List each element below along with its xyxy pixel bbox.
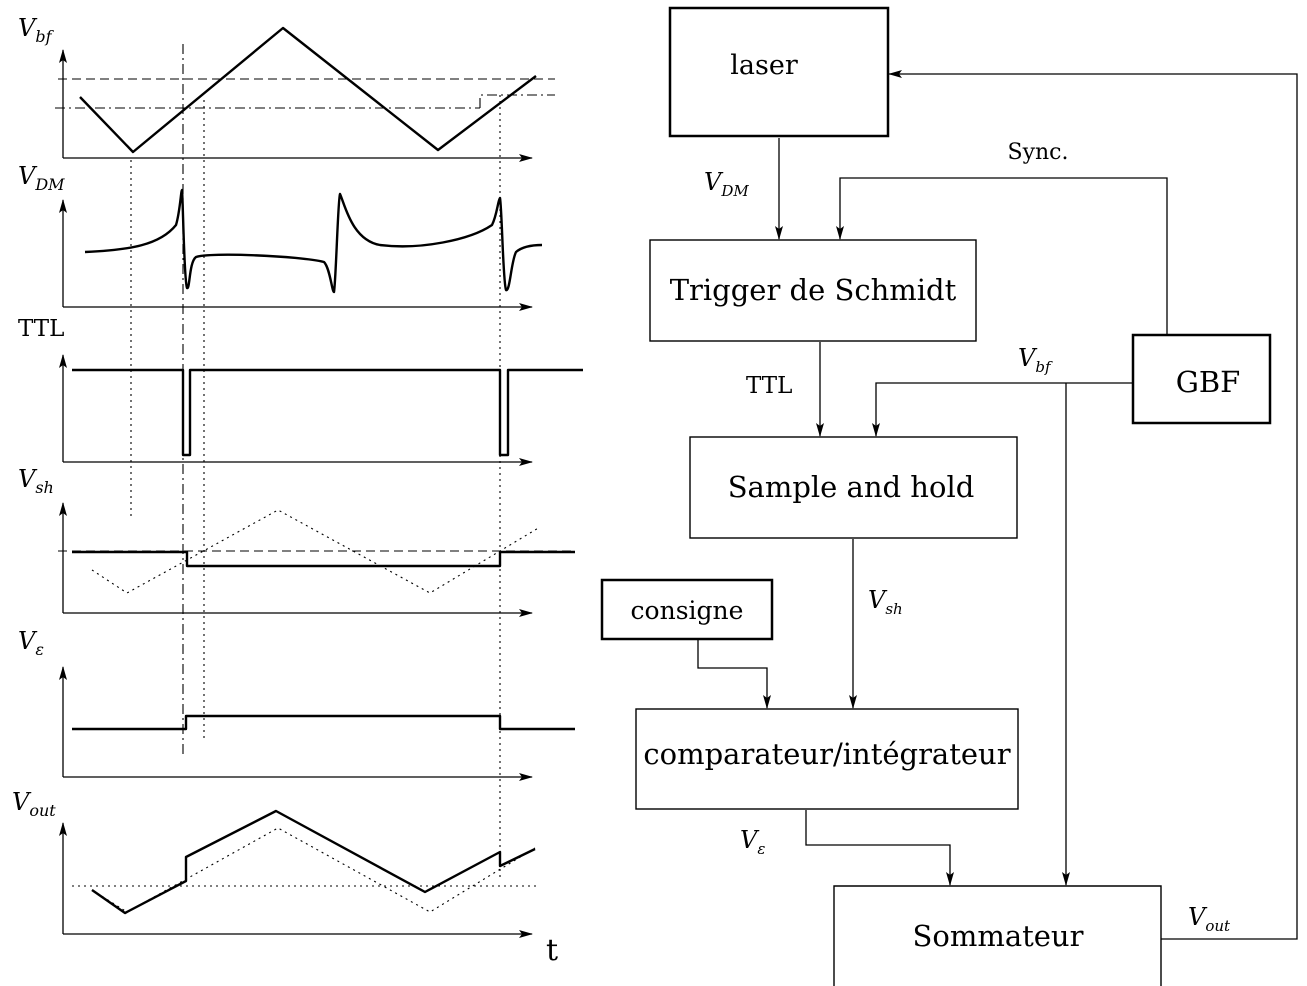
eps-signal <box>72 714 575 731</box>
dm-resonance-signal <box>84 188 543 294</box>
time-axis-label: t <box>546 933 558 968</box>
panel-v-bf: Vbf <box>18 14 555 162</box>
consigne-label: consigne <box>631 596 744 625</box>
triangle-wave <box>79 26 537 154</box>
wire-consigne-to-comparateur <box>697 640 771 709</box>
wire-vout-feedback <box>888 70 1298 940</box>
sample-hold-block <box>689 436 1018 539</box>
vbf-signal-label: Vbf <box>1018 344 1053 376</box>
gbf-block <box>1131 333 1272 425</box>
wire-vbf-to-sample <box>872 382 1133 437</box>
laser-label: laser <box>730 50 798 81</box>
panel-v-sh: Vsh <box>18 465 575 617</box>
consigne-block <box>600 578 774 641</box>
panel-v-out: Vout t <box>12 788 558 968</box>
sh-signal <box>72 550 575 568</box>
threshold-step <box>479 94 555 108</box>
sample-hold-label: Sample and hold <box>728 470 975 504</box>
ttl-pulse-train <box>72 368 583 457</box>
comparateur-block <box>635 708 1019 810</box>
label-v-dm: VDM <box>18 162 65 194</box>
sommateur-block <box>833 885 1162 986</box>
label-v-out: Vout <box>12 788 56 820</box>
timing-diagram: Vbf VDM TTL Vsh <box>12 14 583 968</box>
wire-sync <box>836 177 1168 335</box>
label-v-bf: Vbf <box>18 14 55 46</box>
veps-signal-label: Vε <box>740 826 765 858</box>
panel-v-dm: VDM <box>18 162 543 311</box>
sommateur-label: Sommateur <box>913 919 1084 953</box>
block-diagram: laser Trigger de Schmidt Sample and hold… <box>600 6 1298 986</box>
panel-ttl: TTL <box>18 316 583 466</box>
out-signal <box>91 809 536 915</box>
label-v-eps: Vε <box>18 627 44 659</box>
label-v-sh: Vsh <box>18 465 54 497</box>
ttl-signal-label: TTL <box>746 373 792 399</box>
label-ttl: TTL <box>18 316 64 342</box>
wire-comparateur-to-sommateur <box>805 810 954 886</box>
vdm-signal-label: VDM <box>704 168 749 200</box>
trigger-block <box>649 239 977 342</box>
panel-v-eps: Vε <box>18 627 575 781</box>
vout-signal-label: Vout <box>1188 903 1231 935</box>
sync-label: Sync. <box>1008 140 1069 165</box>
gbf-label: GBF <box>1176 365 1241 399</box>
comparateur-label: comparateur/intégrateur <box>643 737 1010 771</box>
trigger-label: Trigger de Schmidt <box>670 273 957 307</box>
vsh-signal-label: Vsh <box>868 586 903 618</box>
